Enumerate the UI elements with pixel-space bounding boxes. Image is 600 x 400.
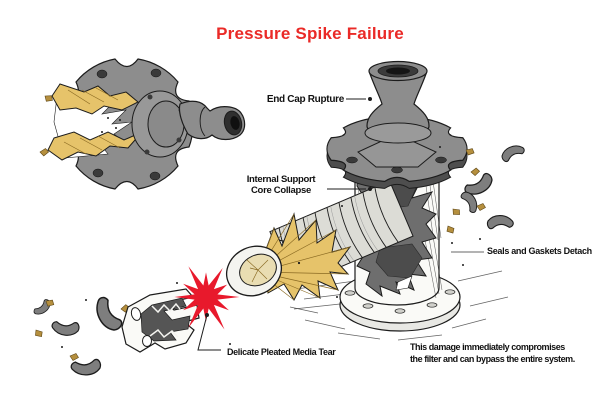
callout-end-cap-rupture: End Cap Rupture xyxy=(266,94,344,105)
callout-seals-gaskets: Seals and Gaskets Detach xyxy=(487,246,592,256)
top-port-nozzle xyxy=(364,60,432,144)
seal-fragments-right xyxy=(459,143,527,233)
burst-end-cap-illustration xyxy=(39,58,246,190)
explosion-starburst-icon xyxy=(174,266,240,330)
callout-leader-lines xyxy=(197,97,484,351)
speck-dots xyxy=(61,146,481,348)
callout-core-collapse: Internal Support Core Collapse xyxy=(235,174,327,196)
damage-caption: This damage immediately compromises the … xyxy=(410,342,598,365)
callout-core-line1: Internal Support xyxy=(246,174,316,185)
caption-line1: This damage immediately compromises xyxy=(410,342,565,352)
media-end-ring xyxy=(226,245,282,297)
filter-housing-illustration xyxy=(226,60,467,332)
diagram-title: Pressure Spike Failure xyxy=(216,24,404,43)
callout-media-tear: Delicate Pleated Media Tear xyxy=(227,347,336,357)
caption-line2: the filter and can bypass the entire sys… xyxy=(410,353,575,364)
callout-core-line2: Core Collapse xyxy=(251,184,311,196)
seal-fragments-left xyxy=(31,293,125,377)
broken-bracket-fragment xyxy=(121,288,200,353)
end-cap-flange xyxy=(327,117,467,189)
pleated-media-fragments-top-left xyxy=(39,83,143,161)
